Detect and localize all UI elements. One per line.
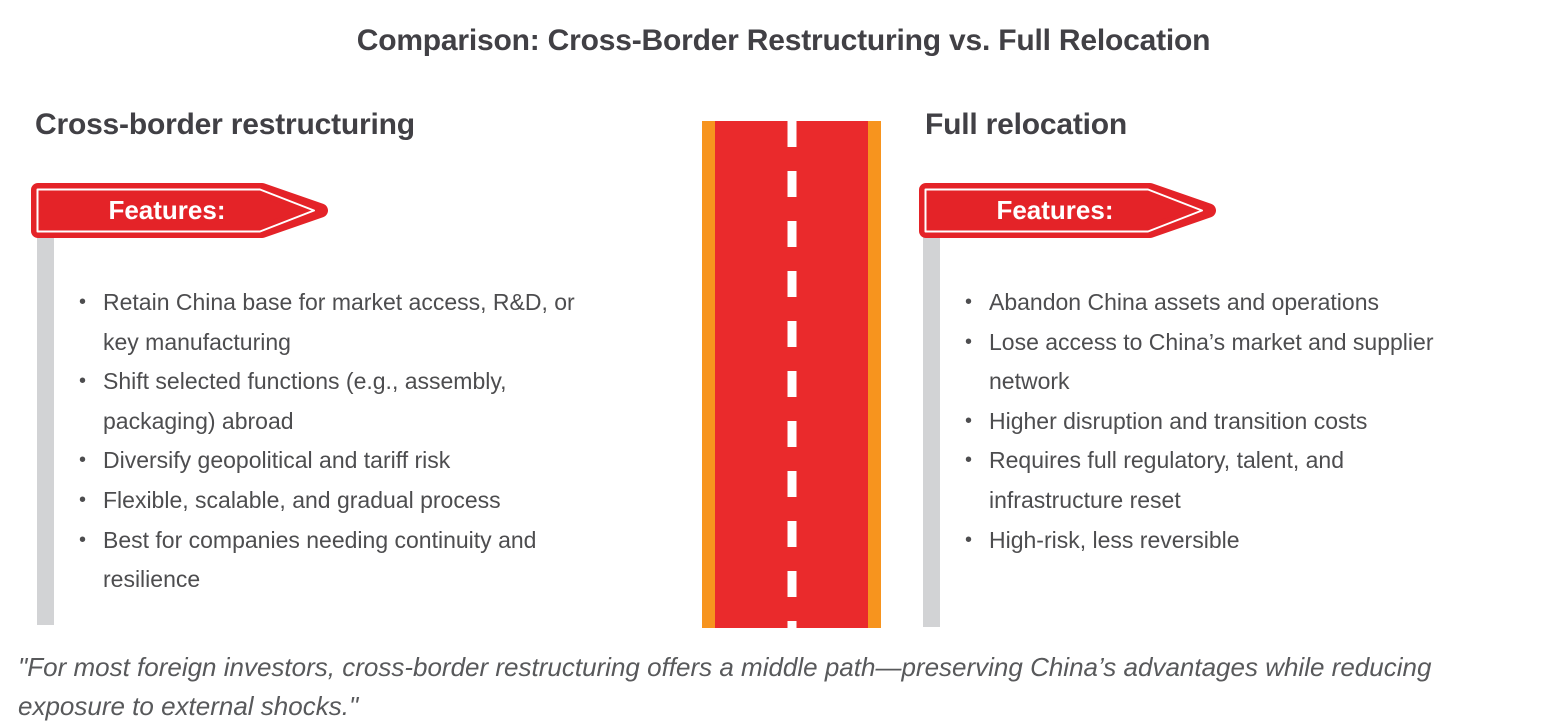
bullet-item: Higher disruption and transition costs (952, 402, 1552, 442)
right-column-heading: Full relocation (925, 108, 1128, 141)
bullet-item: High-risk, less reversible (952, 521, 1552, 561)
arrow-sign-shape-icon (31, 183, 328, 238)
bullet-item: Flexible, scalable, and gradual process (66, 481, 726, 521)
left-column-heading: Cross-border restructuring (35, 108, 415, 141)
bullet-item: Abandon China assets and operations (952, 283, 1552, 323)
left-sign-label: Features: (108, 195, 226, 225)
bullet-item: Requires full regulatory, talent, and in… (952, 441, 1552, 520)
bullet-item: Shift selected functions (e.g., assembly… (66, 362, 726, 441)
road-surface (715, 121, 868, 628)
right-sign-post (923, 230, 940, 627)
road-left-shoulder (702, 121, 715, 628)
bullet-item: Best for companies needing continuity an… (66, 521, 726, 600)
right-bullet-list: Abandon China assets and operationsLose … (952, 283, 1552, 560)
left-features-sign: Features: (27, 182, 332, 239)
arrow-sign-shape-icon (919, 183, 1216, 238)
page-title: Comparison: Cross-Border Restructuring v… (356, 24, 1211, 57)
bullet-item: Retain China base for market access, R&D… (66, 283, 726, 362)
left-sign-post (37, 230, 54, 625)
left-bullet-list: Retain China base for market access, R&D… (66, 283, 726, 600)
road-right-shoulder (868, 121, 881, 628)
bullet-item: Lose access to China’s market and suppli… (952, 323, 1552, 402)
right-features-sign: Features: (915, 182, 1220, 239)
bullet-item: Diversify geopolitical and tariff risk (66, 441, 726, 481)
road-divider-graphic (702, 121, 881, 628)
bottom-quote: "For most foreign investors, cross-borde… (18, 652, 1432, 721)
right-sign-label: Features: (996, 195, 1114, 225)
road-center-dashed-line-icon (787, 121, 796, 628)
